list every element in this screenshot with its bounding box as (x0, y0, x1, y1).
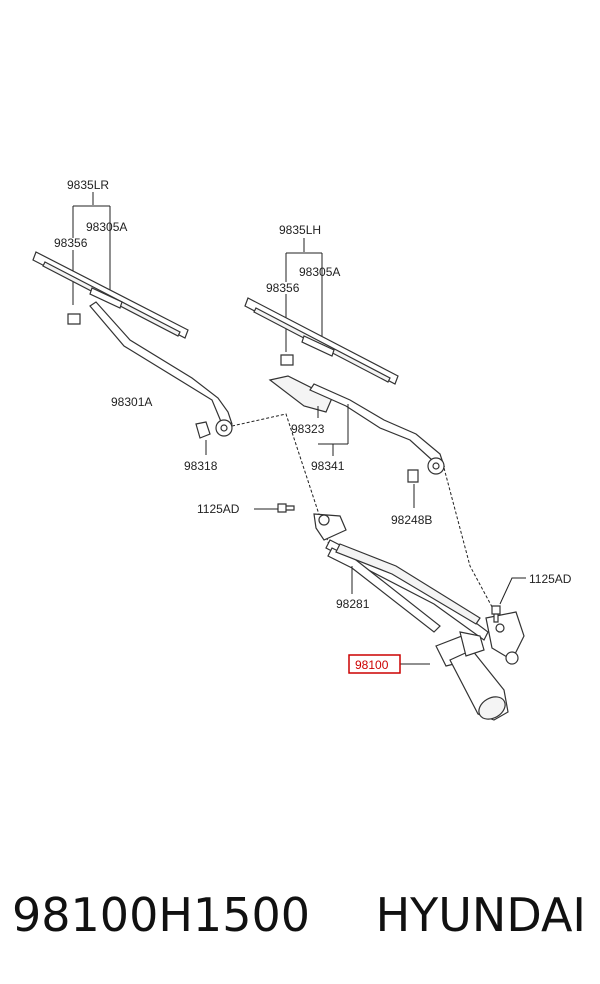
brand-name: HYUNDAI (375, 888, 586, 942)
wiper-blade-right (244, 297, 399, 385)
clip-left (67, 313, 81, 325)
wiper-assembly-left (32, 192, 233, 455)
label-98301a: 98301A (111, 395, 152, 409)
linkage-assembly (231, 413, 526, 665)
label-98305a-left: 98305A (86, 220, 127, 234)
arm-cap-right (407, 469, 419, 483)
label-9835lr: 9835LR (67, 178, 109, 192)
wiper-assembly-right (244, 238, 446, 508)
label-98356-right: 98356 (266, 281, 300, 295)
bolt-left (277, 503, 295, 513)
part-number: 98100H1500 (12, 888, 310, 942)
cover-98323 (268, 375, 333, 413)
label-98323: 98323 (291, 422, 325, 436)
label-98341: 98341 (311, 459, 345, 473)
motor-label-highlight-box (348, 654, 401, 674)
bolt-right (491, 605, 501, 623)
label-98281: 98281 (336, 597, 370, 611)
label-1125ad-left: 1125AD (197, 502, 240, 516)
wiper-arm-right (309, 383, 446, 475)
label-98100: 98100 (355, 658, 389, 672)
wiper-motor (400, 631, 509, 721)
label-98305a-right: 98305A (299, 265, 340, 279)
wiper-arm-left (89, 301, 233, 437)
label-1125ad-right: 1125AD (529, 572, 572, 586)
wiper-blade-left (32, 251, 189, 339)
clip-right (280, 354, 294, 366)
label-9835lh: 9835LH (279, 223, 321, 237)
label-98248b: 98248B (391, 513, 432, 527)
label-98318: 98318 (184, 459, 218, 473)
arm-cap-left (195, 421, 211, 439)
label-98356-left: 98356 (54, 236, 88, 250)
